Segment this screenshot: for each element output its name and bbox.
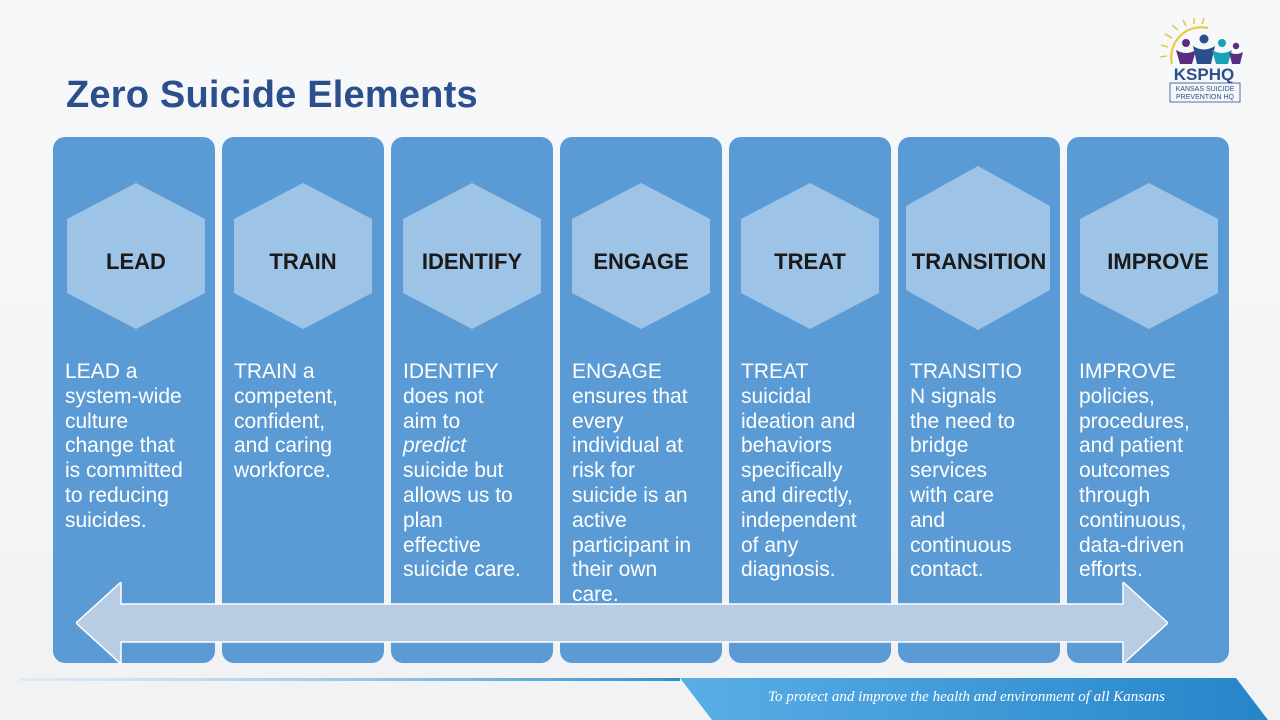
desc-line: diagnosis. xyxy=(741,558,836,582)
desc-line-emphasis: predict xyxy=(403,434,467,458)
desc-line: workforce. xyxy=(234,459,331,483)
desc-line: contact. xyxy=(910,558,984,582)
label-lead: LEAD xyxy=(106,249,166,274)
label-treat: TREAT xyxy=(774,249,846,274)
description-train: TRAIN a competent, confident, and caring… xyxy=(234,360,386,484)
description-lead: LEAD a system-wide culture change that i… xyxy=(65,360,217,534)
desc-line: risk for xyxy=(572,459,635,483)
desc-line: to reducing xyxy=(65,483,169,507)
footer-tagline: To protect and improve the health and en… xyxy=(768,689,1165,705)
description-engage: ENGAGE ensures that every individual at … xyxy=(572,360,724,606)
desc-line: and directly, xyxy=(741,483,853,507)
desc-line: TRAIN a xyxy=(234,360,315,383)
desc-line: IMPROVE xyxy=(1079,360,1176,383)
desc-line: independent xyxy=(741,508,857,532)
desc-line: is committed xyxy=(65,459,183,483)
desc-line: IDENTIFY xyxy=(403,360,499,383)
logo-line2: PREVENTION HQ xyxy=(1176,94,1235,101)
label-improve: IMPROVE xyxy=(1107,249,1209,274)
desc-line: allows us to xyxy=(403,483,513,507)
desc-line: continuous, xyxy=(1079,508,1187,532)
desc-line: continuous xyxy=(910,533,1012,557)
desc-line: change that xyxy=(65,434,175,458)
label-engage: ENGAGE xyxy=(593,249,689,274)
desc-line: ideation and xyxy=(741,409,856,433)
desc-line: outcomes xyxy=(1079,459,1171,483)
hexagon-improve xyxy=(1080,183,1218,329)
desc-line: with care xyxy=(910,483,995,507)
desc-line: confident, xyxy=(234,409,326,433)
footer-band xyxy=(20,678,1268,720)
desc-line: N signals xyxy=(910,384,997,408)
hexagon-lead xyxy=(67,183,205,329)
desc-line: individual at xyxy=(572,434,683,458)
desc-line: care. xyxy=(572,583,619,606)
desc-line: efforts. xyxy=(1079,558,1143,582)
description-treat: TREAT suicidal ideation and behaviors sp… xyxy=(741,360,893,583)
desc-line: and caring xyxy=(234,434,333,458)
desc-line: active xyxy=(572,508,627,532)
desc-line: suicides. xyxy=(65,508,147,532)
description-improve: IMPROVE policies, procedures, and patien… xyxy=(1079,360,1231,583)
hexagon-treat xyxy=(741,183,879,329)
desc-line: aim to xyxy=(403,409,461,433)
desc-line: participant in xyxy=(572,533,692,557)
desc-line: TREAT xyxy=(741,360,809,383)
desc-line: and patient xyxy=(1079,434,1183,458)
description-identify: IDENTIFY does not aim to predict suicide… xyxy=(403,360,555,583)
desc-line: ensures that xyxy=(572,384,688,408)
slide-title: Zero Suicide Elements xyxy=(66,74,478,116)
description-transition: TRANSITIO N signals the need to bridge s… xyxy=(910,360,1062,583)
desc-line: suicidal xyxy=(741,384,812,408)
desc-line: does not xyxy=(403,384,484,408)
desc-line: TRANSITIO xyxy=(910,360,1023,383)
sun-rays-icon xyxy=(1159,17,1209,65)
desc-line: procedures, xyxy=(1079,409,1190,433)
desc-line: effective xyxy=(403,533,481,557)
desc-line: data-driven xyxy=(1079,533,1185,557)
desc-line: services xyxy=(910,459,988,483)
desc-line: suicide but xyxy=(403,459,504,483)
hexagon-identify xyxy=(403,183,541,329)
desc-line: policies, xyxy=(1079,384,1155,408)
desc-line: bridge xyxy=(910,434,969,458)
desc-line: the need to xyxy=(910,409,1016,433)
logo-line1: KANSAS SUICIDE xyxy=(1176,86,1235,93)
desc-line: suicide is an xyxy=(572,483,688,507)
desc-line: LEAD a xyxy=(65,360,138,383)
desc-line: system-wide xyxy=(65,384,182,408)
desc-line: through xyxy=(1079,483,1151,507)
double-arrow-icon xyxy=(76,582,1168,664)
desc-line: specifically xyxy=(741,459,843,483)
desc-line: behaviors xyxy=(741,434,833,458)
hexagon-engage xyxy=(572,183,710,329)
desc-line: ENGAGE xyxy=(572,360,662,383)
desc-line: every xyxy=(572,409,624,433)
desc-line: culture xyxy=(65,409,129,433)
hexagon-train xyxy=(234,183,372,329)
label-train: TRAIN xyxy=(269,249,337,274)
label-identify: IDENTIFY xyxy=(421,249,523,274)
desc-line: suicide care. xyxy=(403,558,521,582)
ksphq-logo: KSPHQ KANSAS SUICIDE PREVENTION HQ xyxy=(1159,17,1243,103)
label-transition: TRANSITION xyxy=(911,249,1047,274)
desc-line: competent, xyxy=(234,384,338,408)
desc-line: their own xyxy=(572,558,658,582)
people-icon xyxy=(1176,34,1243,64)
description-engage-clip: ENGAGE ensures that every individual at … xyxy=(572,360,724,606)
desc-line: of any xyxy=(741,533,799,557)
logo-abbr: KSPHQ xyxy=(1174,65,1234,84)
desc-line: and xyxy=(910,508,946,532)
desc-line: plan xyxy=(403,508,443,532)
hexagon-transition xyxy=(906,166,1050,330)
